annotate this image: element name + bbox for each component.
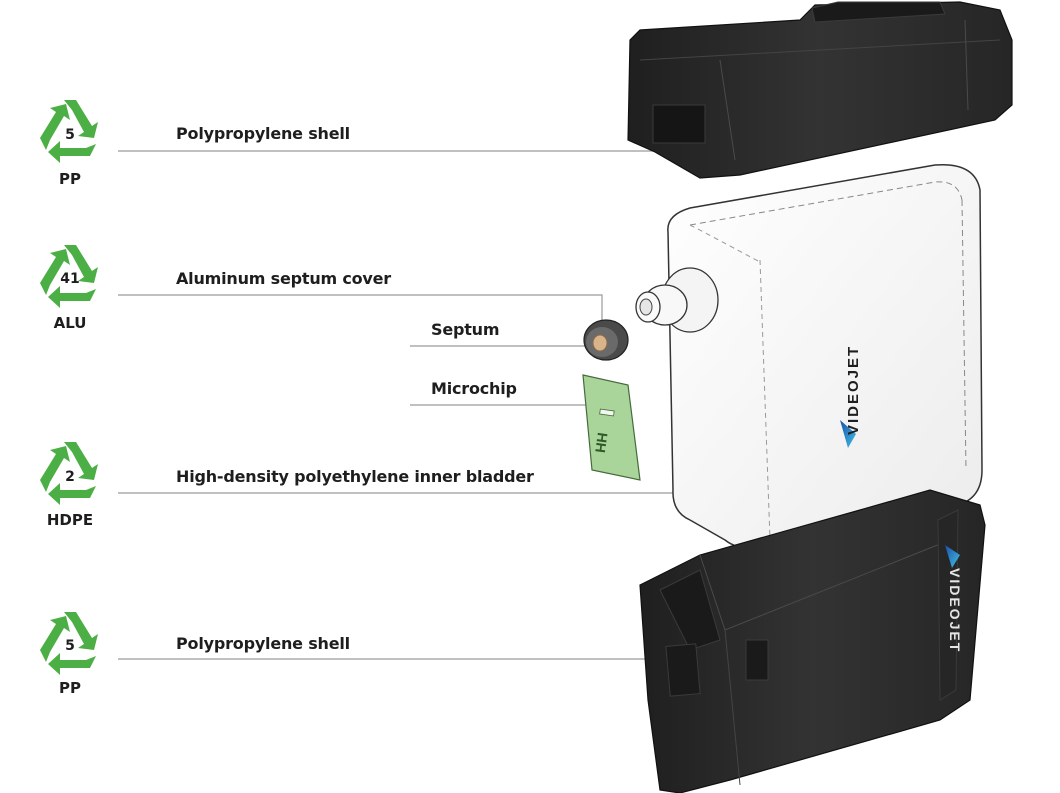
brand-logo-bladder: VIDEOJET: [845, 345, 862, 435]
inner-bladder: VIDEOJET: [635, 163, 983, 550]
label-septum: Septum: [431, 320, 500, 339]
leader-lines: [118, 150, 720, 660]
material-code: HDPE: [46, 511, 94, 529]
recycle-number: 5: [65, 127, 75, 143]
material-code: ALU: [53, 314, 87, 332]
label-septum-cover: Aluminum septum cover: [176, 269, 391, 288]
label-microchip: Microchip: [431, 379, 517, 398]
label-bottom-shell: Polypropylene shell: [176, 634, 350, 653]
label-bladder: High-density polyethylene inner bladder: [176, 467, 534, 486]
brand-logo-shell: VIDEOJET: [947, 568, 963, 653]
chip-marking: HH: [592, 432, 611, 454]
bottom-shell: VIDEOJET: [639, 489, 986, 793]
material-code: PP: [59, 679, 81, 697]
microchip: HH: [582, 374, 641, 481]
recycle-number: 5: [65, 638, 75, 654]
label-top-shell: Polypropylene shell: [176, 124, 350, 143]
recycle-number: 41: [60, 271, 80, 287]
material-code: PP: [59, 170, 81, 188]
recycle-number: 2: [65, 469, 75, 485]
top-shell: [627, 1, 1013, 179]
septum: [583, 319, 629, 361]
